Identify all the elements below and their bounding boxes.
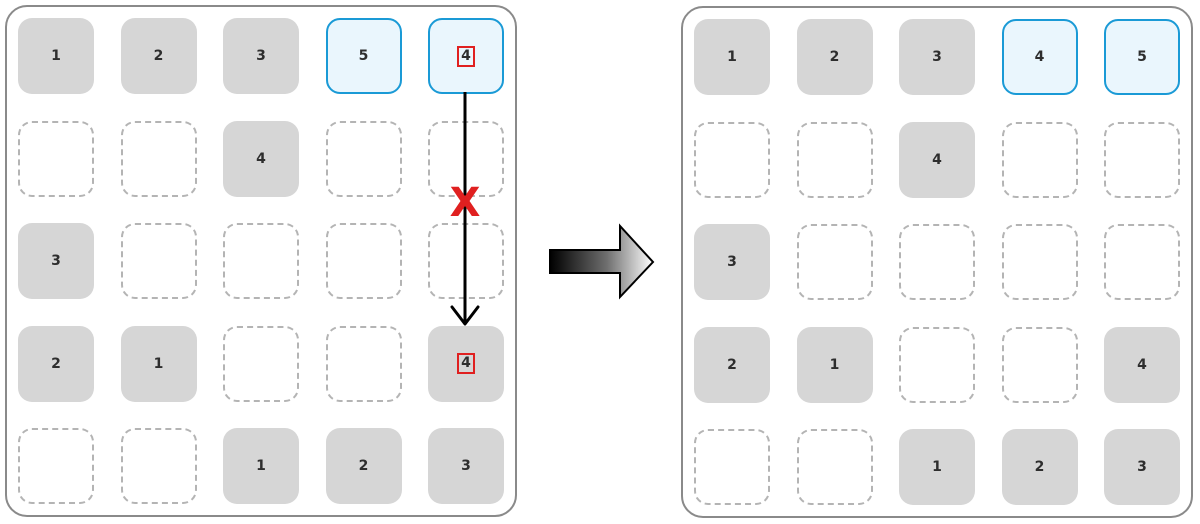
tile-value: 2	[829, 49, 840, 65]
empty-slot	[796, 224, 873, 300]
number-tile: 1	[120, 325, 197, 402]
tile-value: 1	[256, 458, 266, 474]
number-tile: 5	[1104, 19, 1180, 95]
empty-slot	[18, 428, 94, 504]
tile-value: 2	[358, 458, 369, 474]
number-tile: 2	[325, 428, 402, 504]
tile-value: 4	[1137, 356, 1147, 373]
tile-value: 1	[932, 459, 942, 475]
tile-value: 2	[51, 355, 61, 372]
empty-slot	[325, 325, 402, 402]
number-tile: 2	[694, 326, 770, 403]
empty-slot	[428, 223, 504, 299]
empty-slot	[1001, 224, 1078, 300]
tile-value: 4	[1034, 49, 1045, 65]
empty-slot	[694, 429, 770, 505]
number-tile: 4	[428, 18, 504, 94]
tile-value: 5	[358, 48, 369, 64]
number-tile: 3	[428, 428, 504, 504]
empty-slot	[325, 223, 402, 299]
tile-value: 3	[51, 253, 61, 269]
empty-slot	[694, 121, 770, 198]
empty-slot	[1104, 121, 1180, 198]
board-before: 1 2 3 5 4 4 3 2 1 4 1 2 3	[5, 5, 517, 517]
tile-value: 3	[1137, 459, 1147, 475]
tile-value: 3	[256, 48, 266, 64]
number-tile: 3	[899, 19, 975, 95]
empty-slot	[796, 429, 873, 505]
empty-slot	[18, 120, 94, 197]
tile-value: 2	[153, 48, 164, 64]
empty-slot	[796, 121, 873, 198]
number-tile: 3	[223, 18, 299, 94]
tile-value: 4	[457, 45, 475, 67]
tile-value: 3	[461, 458, 471, 474]
number-tile: 1	[223, 428, 299, 504]
tile-value: 1	[51, 48, 61, 64]
empty-slot	[223, 325, 299, 402]
number-tile: 2	[796, 19, 873, 95]
tile-value: 1	[153, 355, 164, 372]
number-tile: 5	[325, 18, 402, 94]
tile-value: 1	[829, 356, 840, 373]
empty-slot	[120, 223, 197, 299]
empty-slot	[899, 326, 975, 403]
number-tile: 2	[18, 325, 94, 402]
tile-value: 2	[727, 356, 737, 373]
tile-value: 3	[727, 254, 737, 270]
number-tile: 2	[120, 18, 197, 94]
board-after: 1 2 3 4 5 4 3 2 1 4 1 2 3	[681, 6, 1193, 518]
empty-slot	[120, 120, 197, 197]
number-tile: 1	[899, 429, 975, 505]
right-arrow-icon	[549, 223, 655, 300]
empty-slot	[1104, 224, 1180, 300]
empty-slot	[428, 120, 504, 197]
empty-slot	[120, 428, 197, 504]
empty-slot	[1001, 121, 1078, 198]
tile-value: 3	[932, 49, 942, 65]
number-tile: 4	[1001, 19, 1078, 95]
number-tile: 3	[1104, 429, 1180, 505]
empty-slot	[325, 120, 402, 197]
number-tile: 2	[1001, 429, 1078, 505]
number-tile: 4	[223, 120, 299, 197]
empty-slot	[1001, 326, 1078, 403]
tile-value: 4	[932, 151, 942, 168]
tile-value: 2	[1034, 459, 1045, 475]
number-tile: 1	[694, 19, 770, 95]
number-tile: 1	[18, 18, 94, 94]
empty-slot	[223, 223, 299, 299]
number-tile: 4	[1104, 326, 1180, 403]
number-tile: 3	[694, 224, 770, 300]
number-tile: 4	[899, 121, 975, 198]
tile-value: 4	[457, 353, 475, 374]
tile-value: 1	[727, 49, 737, 65]
number-tile: 3	[18, 223, 94, 299]
tile-value: 4	[256, 150, 266, 167]
empty-slot	[899, 224, 975, 300]
number-tile: 1	[796, 326, 873, 403]
number-tile: 4	[428, 325, 504, 402]
tile-value: 5	[1137, 49, 1147, 65]
